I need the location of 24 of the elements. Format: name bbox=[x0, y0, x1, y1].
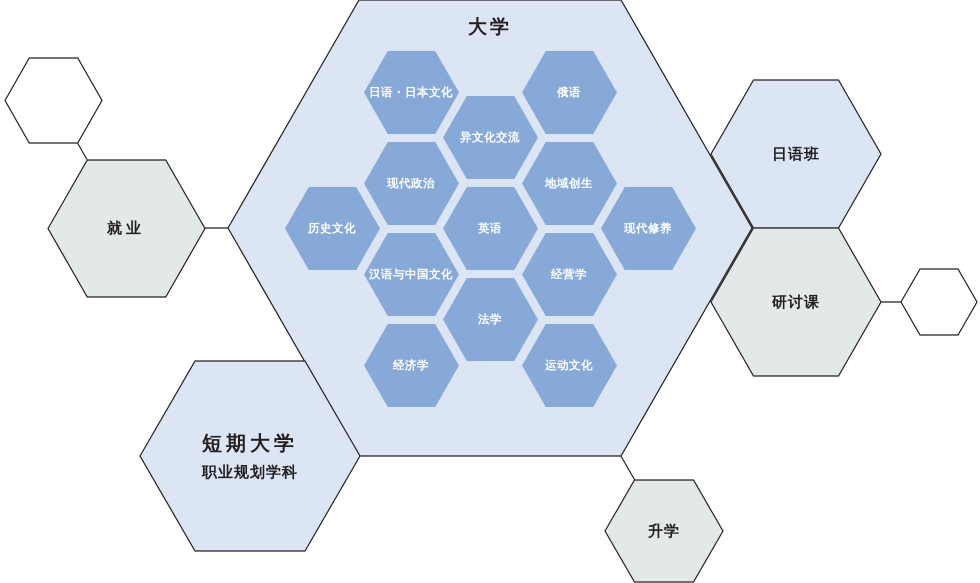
heading-text: 研讨课 bbox=[772, 292, 820, 312]
subject-label: 地域创生 bbox=[545, 176, 593, 190]
subject-label: 法学 bbox=[478, 312, 502, 326]
subject-label: 英语 bbox=[478, 220, 502, 236]
connector-line bbox=[881, 301, 901, 303]
connector-line bbox=[620, 456, 636, 480]
subject-label: 异文化交流 bbox=[460, 130, 520, 144]
subject-label: 经营学 bbox=[551, 266, 587, 282]
connector-line bbox=[76, 142, 88, 160]
subject-label: 经济学 bbox=[393, 358, 429, 372]
subject-label: 俄语 bbox=[557, 84, 581, 100]
title-text: 大学 bbox=[468, 15, 512, 40]
subject-label: 日语・日本文化 bbox=[369, 84, 453, 100]
heading-text: 日语班 bbox=[772, 144, 820, 164]
heading-text: 短期大学 bbox=[202, 430, 298, 457]
subject-label: 运动文化 bbox=[545, 358, 593, 372]
subject-label: 历史文化 bbox=[308, 220, 356, 236]
subject-label: 现代修养 bbox=[624, 220, 672, 236]
heading-text: 升学 bbox=[648, 522, 680, 540]
subject-label: 现代政治 bbox=[387, 176, 435, 190]
subject-label: 汉语与中国文化 bbox=[369, 266, 453, 282]
connector-line bbox=[204, 227, 228, 229]
subtitle-text: 职业规划学科 bbox=[202, 463, 298, 482]
heading-text: 就业 bbox=[107, 218, 145, 238]
